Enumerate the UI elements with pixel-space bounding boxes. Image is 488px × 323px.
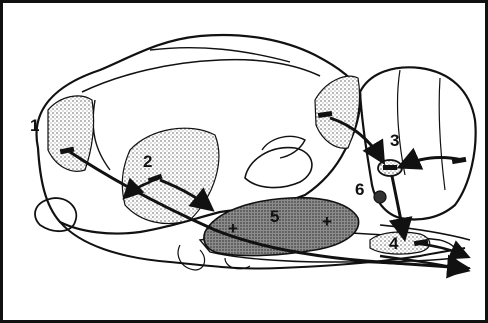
- cerebellum-fold-line: [439, 78, 445, 190]
- cerebrum-gyrus-line: [93, 100, 110, 170]
- thalamus-shape: [245, 148, 312, 188]
- label-region-1: 1: [30, 116, 39, 135]
- plus-mark-region-5-left: +: [228, 219, 238, 238]
- cerebrum-gyrus-line: [82, 60, 320, 92]
- region-1-shading: [48, 96, 94, 171]
- label-region-6: 6: [355, 180, 364, 199]
- region-6-nucleus: [374, 191, 386, 203]
- label-region-4: 4: [389, 234, 399, 253]
- minus-mark-nucleus-3: [383, 165, 397, 170]
- pituitary-shape: [178, 245, 204, 270]
- label-region-5: 5: [270, 207, 279, 226]
- label-region-2: 2: [143, 152, 152, 171]
- cerebellum-fold-line: [398, 70, 405, 175]
- plus-mark-region-5-right: +: [322, 212, 332, 231]
- label-region-3: 3: [390, 131, 399, 150]
